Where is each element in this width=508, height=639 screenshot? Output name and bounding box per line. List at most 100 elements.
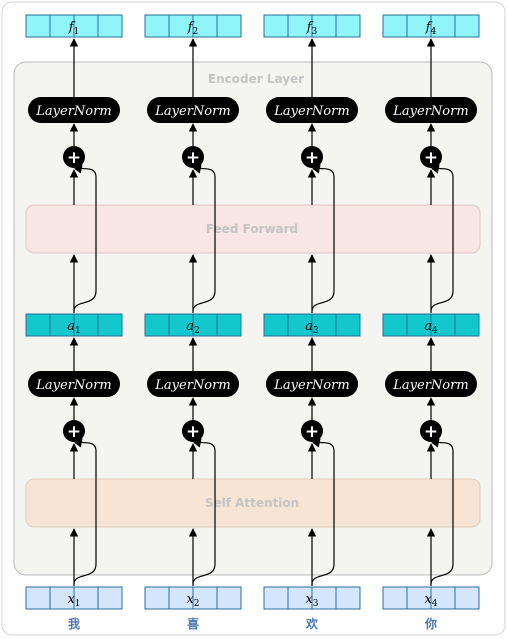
plus-icon: + bbox=[305, 422, 319, 442]
output-vector: f3 bbox=[263, 14, 361, 38]
layernorm-pill bbox=[28, 97, 120, 123]
input-vector-label: x2 bbox=[186, 592, 199, 609]
add-circle bbox=[63, 146, 85, 168]
residual-arrow bbox=[192, 164, 216, 312]
vector-cell bbox=[454, 313, 480, 337]
vector-cell bbox=[97, 586, 123, 610]
vector-cell bbox=[263, 586, 289, 610]
input-vector: x2 bbox=[144, 586, 242, 610]
vector-cell bbox=[144, 586, 170, 610]
layernorm-label: LayerNorm bbox=[392, 104, 468, 119]
layernorm-label: LayerNorm bbox=[154, 104, 230, 119]
vector-cell bbox=[144, 14, 170, 38]
token-label: 喜 bbox=[187, 616, 199, 631]
output-vector-label: f2 bbox=[187, 20, 199, 37]
layernorm-label: LayerNorm bbox=[392, 378, 468, 393]
layernorm-bottom: LayerNorm bbox=[147, 371, 239, 397]
residual-arrow bbox=[430, 164, 454, 312]
add-circle bbox=[420, 146, 442, 168]
token-columns: f1a1x1我LayerNormLayerNorm++f2a2x2喜LayerN… bbox=[25, 14, 480, 631]
plus-icon: + bbox=[67, 148, 81, 168]
vector-cell bbox=[263, 14, 289, 38]
input-vector-label: x4 bbox=[424, 592, 437, 609]
plus-icon: + bbox=[424, 148, 438, 168]
add-node-bottom: + bbox=[420, 420, 442, 442]
add-circle bbox=[301, 420, 323, 442]
vector-cell bbox=[263, 313, 289, 337]
layernorm-pill bbox=[385, 97, 477, 123]
add-circle bbox=[420, 420, 442, 442]
layernorm-top: LayerNorm bbox=[28, 97, 120, 123]
plus-icon: + bbox=[186, 422, 200, 442]
layernorm-label: LayerNorm bbox=[35, 378, 111, 393]
residual-arrow bbox=[73, 164, 97, 312]
layernorm-label: LayerNorm bbox=[273, 378, 349, 393]
attention-output-vector: a4 bbox=[382, 313, 480, 337]
add-node-top: + bbox=[63, 146, 85, 168]
self-attention-block bbox=[25, 478, 481, 528]
layernorm-bottom: LayerNorm bbox=[28, 371, 120, 397]
vector-cell bbox=[97, 313, 123, 337]
output-vector: f1 bbox=[25, 14, 123, 38]
vector-cell bbox=[97, 14, 123, 38]
layernorm-bottom: LayerNorm bbox=[385, 371, 477, 397]
layernorm-pill bbox=[266, 371, 358, 397]
input-vector: x1 bbox=[25, 586, 123, 610]
add-node-bottom: + bbox=[301, 420, 323, 442]
vector-cell bbox=[25, 313, 51, 337]
add-circle bbox=[182, 420, 204, 442]
residual-arrow bbox=[311, 438, 335, 585]
vector-cell bbox=[216, 313, 242, 337]
output-vector-label: f3 bbox=[306, 20, 318, 37]
attention-output-vector: a2 bbox=[144, 313, 242, 337]
vector-cell bbox=[382, 586, 408, 610]
output-vector: f4 bbox=[382, 14, 480, 38]
attention-output-vector-label: a3 bbox=[305, 319, 319, 336]
residual-arrow bbox=[73, 438, 97, 585]
add-circle bbox=[301, 146, 323, 168]
output-vector-label: f4 bbox=[425, 20, 437, 37]
plus-icon: + bbox=[305, 148, 319, 168]
residual-arrow bbox=[192, 438, 216, 585]
token-label: 你 bbox=[424, 616, 437, 631]
encoder-layer-label: Encoder Layer bbox=[208, 72, 304, 86]
layernorm-pill bbox=[147, 371, 239, 397]
layernorm-top: LayerNorm bbox=[266, 97, 358, 123]
plus-icon: + bbox=[186, 148, 200, 168]
vector-cell bbox=[216, 14, 242, 38]
vector-cell bbox=[335, 14, 361, 38]
input-vector: x3 bbox=[263, 586, 361, 610]
vector-cell bbox=[382, 313, 408, 337]
layernorm-pill bbox=[266, 97, 358, 123]
add-node-top: + bbox=[182, 146, 204, 168]
input-vector-label: x3 bbox=[305, 592, 318, 609]
vector-cell bbox=[454, 586, 480, 610]
token-label: 欢 bbox=[305, 616, 319, 631]
layernorm-label: LayerNorm bbox=[273, 104, 349, 119]
vector-cell bbox=[335, 313, 361, 337]
vector-cell bbox=[25, 14, 51, 38]
attention-output-vector: a3 bbox=[263, 313, 361, 337]
input-vector-label: x1 bbox=[67, 592, 80, 609]
layernorm-pill bbox=[28, 371, 120, 397]
layernorm-pill bbox=[385, 371, 477, 397]
output-vector-label: f1 bbox=[68, 20, 80, 37]
plus-icon: + bbox=[67, 422, 81, 442]
add-circle bbox=[63, 420, 85, 442]
attention-output-vector-label: a4 bbox=[424, 319, 438, 336]
attention-output-vector-label: a2 bbox=[186, 319, 200, 336]
layernorm-top: LayerNorm bbox=[147, 97, 239, 123]
vector-cell bbox=[382, 14, 408, 38]
residual-arrow bbox=[311, 164, 335, 312]
vector-cell bbox=[144, 313, 170, 337]
layernorm-top: LayerNorm bbox=[385, 97, 477, 123]
attention-output-vector-label: a1 bbox=[67, 319, 81, 336]
vector-cell bbox=[335, 586, 361, 610]
token-label: 我 bbox=[68, 616, 80, 631]
add-node-bottom: + bbox=[182, 420, 204, 442]
feed-forward-block bbox=[25, 204, 481, 254]
self-attention-label: Self Attention bbox=[205, 496, 299, 510]
